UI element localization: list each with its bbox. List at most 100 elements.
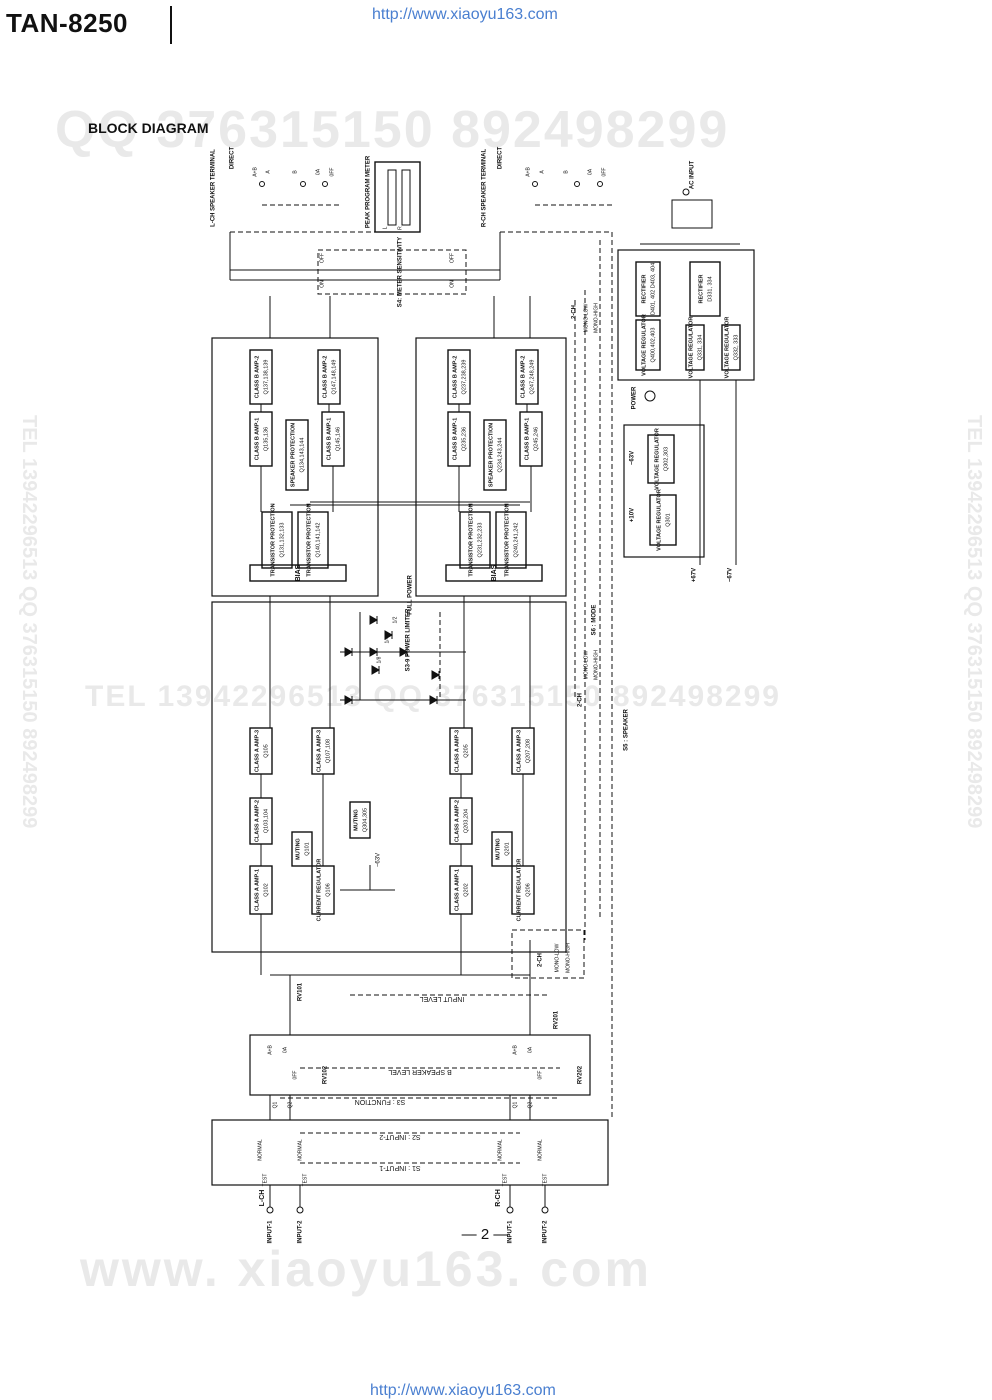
mode-mono-high-bottom: MONO-HIGH bbox=[565, 943, 571, 973]
rch-class-b-amp1-a-sub: Q235,236 bbox=[461, 427, 467, 451]
normal-label-2: NORMAL bbox=[497, 1139, 503, 1161]
input1-switch-label: S1 : INPUT-1 bbox=[379, 1164, 420, 1171]
rch-current-regulator-title: CURRENT REGULATOR bbox=[516, 859, 522, 922]
rch-muting bbox=[491, 831, 513, 867]
input-jack-2 bbox=[506, 1206, 514, 1214]
driver-stage-frame bbox=[211, 601, 567, 953]
lch-class-b-amp1-a-title: CLASS B AMP-1 bbox=[254, 418, 260, 461]
lch-input1-label: INPUT-1 bbox=[268, 1220, 274, 1244]
aux-regulator-frame bbox=[623, 424, 705, 558]
rch-class-b-amp1-a bbox=[447, 411, 471, 467]
rch-speaker-protection-sub: Q234,243,244 bbox=[497, 438, 503, 473]
pos10v-label: +10V bbox=[630, 508, 636, 522]
lch-speaker-protection-title: SPEAKER PROTECTION bbox=[290, 423, 296, 487]
speaker-level-0ff-l: 0FF bbox=[292, 1071, 298, 1080]
lch-class-a-amp3-b-sub: Q107,108 bbox=[325, 739, 331, 763]
voltage-regulator-5 bbox=[649, 494, 677, 546]
lch-muting-sub: Q101 bbox=[304, 842, 310, 855]
rch-class-a-amp1-sub: Q202 bbox=[463, 883, 469, 896]
rch-transistor-protection-a-title: TRANSISTOR PROTECTION bbox=[468, 503, 474, 576]
function-q-0: Q1 bbox=[272, 1101, 278, 1108]
lch-class-b-amp1-b-sub: Q145,146 bbox=[335, 427, 341, 451]
center-muting-sub: Q304,305 bbox=[362, 808, 368, 832]
mode-2ch-mid: 2-CH bbox=[578, 693, 584, 707]
limiter-diode-5 bbox=[431, 670, 441, 680]
rch-class-a-amp3-b-title: CLASS A AMP-3 bbox=[516, 730, 522, 772]
input-select-frame bbox=[211, 1119, 609, 1186]
rch-class-b-amp1-a-title: CLASS B AMP-1 bbox=[452, 418, 458, 461]
rch-class-b-amp2-b-sub: Q247,248,249 bbox=[529, 360, 535, 395]
lch-class-a-amp1-title: CLASS A AMP-1 bbox=[254, 869, 260, 911]
lch-current-regulator-title: CURRENT REGULATOR bbox=[316, 859, 322, 922]
lch-class-a-amp3-b-title: CLASS A AMP-3 bbox=[316, 730, 322, 772]
lch-direct-label: DIRECT bbox=[230, 147, 236, 170]
rch-class-a-amp3-b bbox=[511, 727, 535, 775]
test-label-3: TEST bbox=[542, 1174, 548, 1187]
lch-bias-label: BIAS bbox=[295, 564, 302, 581]
lch-class-a-amp2-title: CLASS A AMP-2 bbox=[254, 800, 260, 842]
lch-transistor-protection-a-sub: Q131,132,133 bbox=[279, 523, 285, 558]
lch-speaker-protection bbox=[285, 419, 309, 491]
lch-class-a-amp3-a bbox=[249, 727, 273, 775]
lch-class-b-amp1-a-sub: Q135,136 bbox=[263, 427, 269, 451]
rv101-label: RV101 bbox=[298, 982, 304, 1001]
speaker-switch-label-0: A+B bbox=[252, 167, 258, 177]
terminal-node-1 bbox=[300, 181, 306, 187]
lch-class-a-amp3-b bbox=[311, 727, 335, 775]
source-url-top[interactable]: http://www.xiaoyu163.com bbox=[372, 6, 558, 23]
meter-bar-r bbox=[401, 169, 411, 226]
test-label-2: TEST bbox=[502, 1174, 508, 1187]
lch-class-a-amp1-sub: Q102 bbox=[263, 883, 269, 896]
section-title: BLOCK DIAGRAM bbox=[88, 120, 209, 136]
wiring bbox=[229, 204, 740, 1210]
limiter-diode-2 bbox=[369, 647, 379, 657]
limiter-diode-0 bbox=[369, 615, 379, 625]
speaker-level-0ff-r: 0FF bbox=[537, 1071, 543, 1080]
speaker-switch-label-9: 0FF bbox=[601, 168, 607, 177]
limiter-diode-3 bbox=[399, 647, 409, 657]
voltage-regulator-2 bbox=[685, 324, 705, 371]
terminal-node-0 bbox=[259, 181, 265, 187]
mode-mono-low-mid: MONO-LOW bbox=[583, 650, 589, 679]
limiter-diode-6 bbox=[344, 695, 354, 705]
lch-class-b-amp1-b-title: CLASS B AMP-1 bbox=[326, 418, 332, 461]
rch-current-regulator bbox=[511, 865, 535, 915]
sens-on-r: ON bbox=[449, 280, 455, 288]
rch-class-a-amp2-sub: Q203,204 bbox=[463, 809, 469, 833]
speaker-switch-label-1: A bbox=[265, 170, 271, 174]
speaker-switch-label-5: A+B bbox=[525, 167, 531, 177]
meter-l-label: L bbox=[382, 226, 388, 229]
lch-transistor-protection-b-title: TRANSISTOR PROTECTION bbox=[306, 503, 312, 576]
voltage-regulator-1-title: VOLTAGE REGULATOR bbox=[641, 314, 647, 376]
speaker-level-frame bbox=[249, 1034, 591, 1096]
peak-meter-frame bbox=[374, 161, 421, 233]
lch-output-stage-frame bbox=[211, 337, 379, 597]
limiter-diode-1 bbox=[384, 630, 394, 640]
mode-switch-frame bbox=[511, 929, 585, 979]
lch-bias-bar bbox=[249, 564, 347, 582]
lch-speaker-protection-sub: Q134,143,144 bbox=[299, 438, 305, 473]
voltage-regulator-3-sub: Q332, 333 bbox=[733, 335, 739, 361]
rch-input2-label: INPUT-2 bbox=[543, 1220, 549, 1244]
transformer-frame bbox=[671, 199, 713, 229]
voltage-regulator-2-title: VOLTAGE REGULATOR bbox=[688, 317, 694, 379]
lch-transistor-protection-b bbox=[297, 511, 329, 569]
center-neg63-label: −63V bbox=[376, 853, 382, 867]
rch-transistor-protection-b bbox=[495, 511, 527, 569]
mode-2ch-top: 2-CH bbox=[572, 305, 578, 319]
rch-speaker-protection-title: SPEAKER PROTECTION bbox=[488, 423, 494, 487]
power-switch-icon bbox=[644, 390, 656, 402]
lch-terminal-label: L-CH SPEAKER TERMINAL bbox=[211, 149, 217, 227]
rch-input1-label: INPUT-1 bbox=[508, 1220, 514, 1244]
mode-mono-low-top: MONO-LOW bbox=[583, 303, 589, 332]
lch-class-a-amp3-a-title: CLASS A AMP-3 bbox=[254, 730, 260, 772]
rch-bias-label: BIAS bbox=[491, 564, 498, 581]
b-speaker-level-label: B SPEAKER LEVEL bbox=[388, 1068, 452, 1075]
sens-off-r: OFF bbox=[449, 253, 455, 263]
source-url-bottom[interactable]: http://www.xiaoyu163.com bbox=[370, 1382, 556, 1399]
rch-class-b-amp2-b-title: CLASS B AMP-2 bbox=[520, 356, 526, 399]
rv201-label: RV201 bbox=[554, 1010, 560, 1029]
normal-label-1: NORMAL bbox=[297, 1139, 303, 1161]
mode-mono-high-mid: MONO-HIGH bbox=[593, 650, 599, 680]
